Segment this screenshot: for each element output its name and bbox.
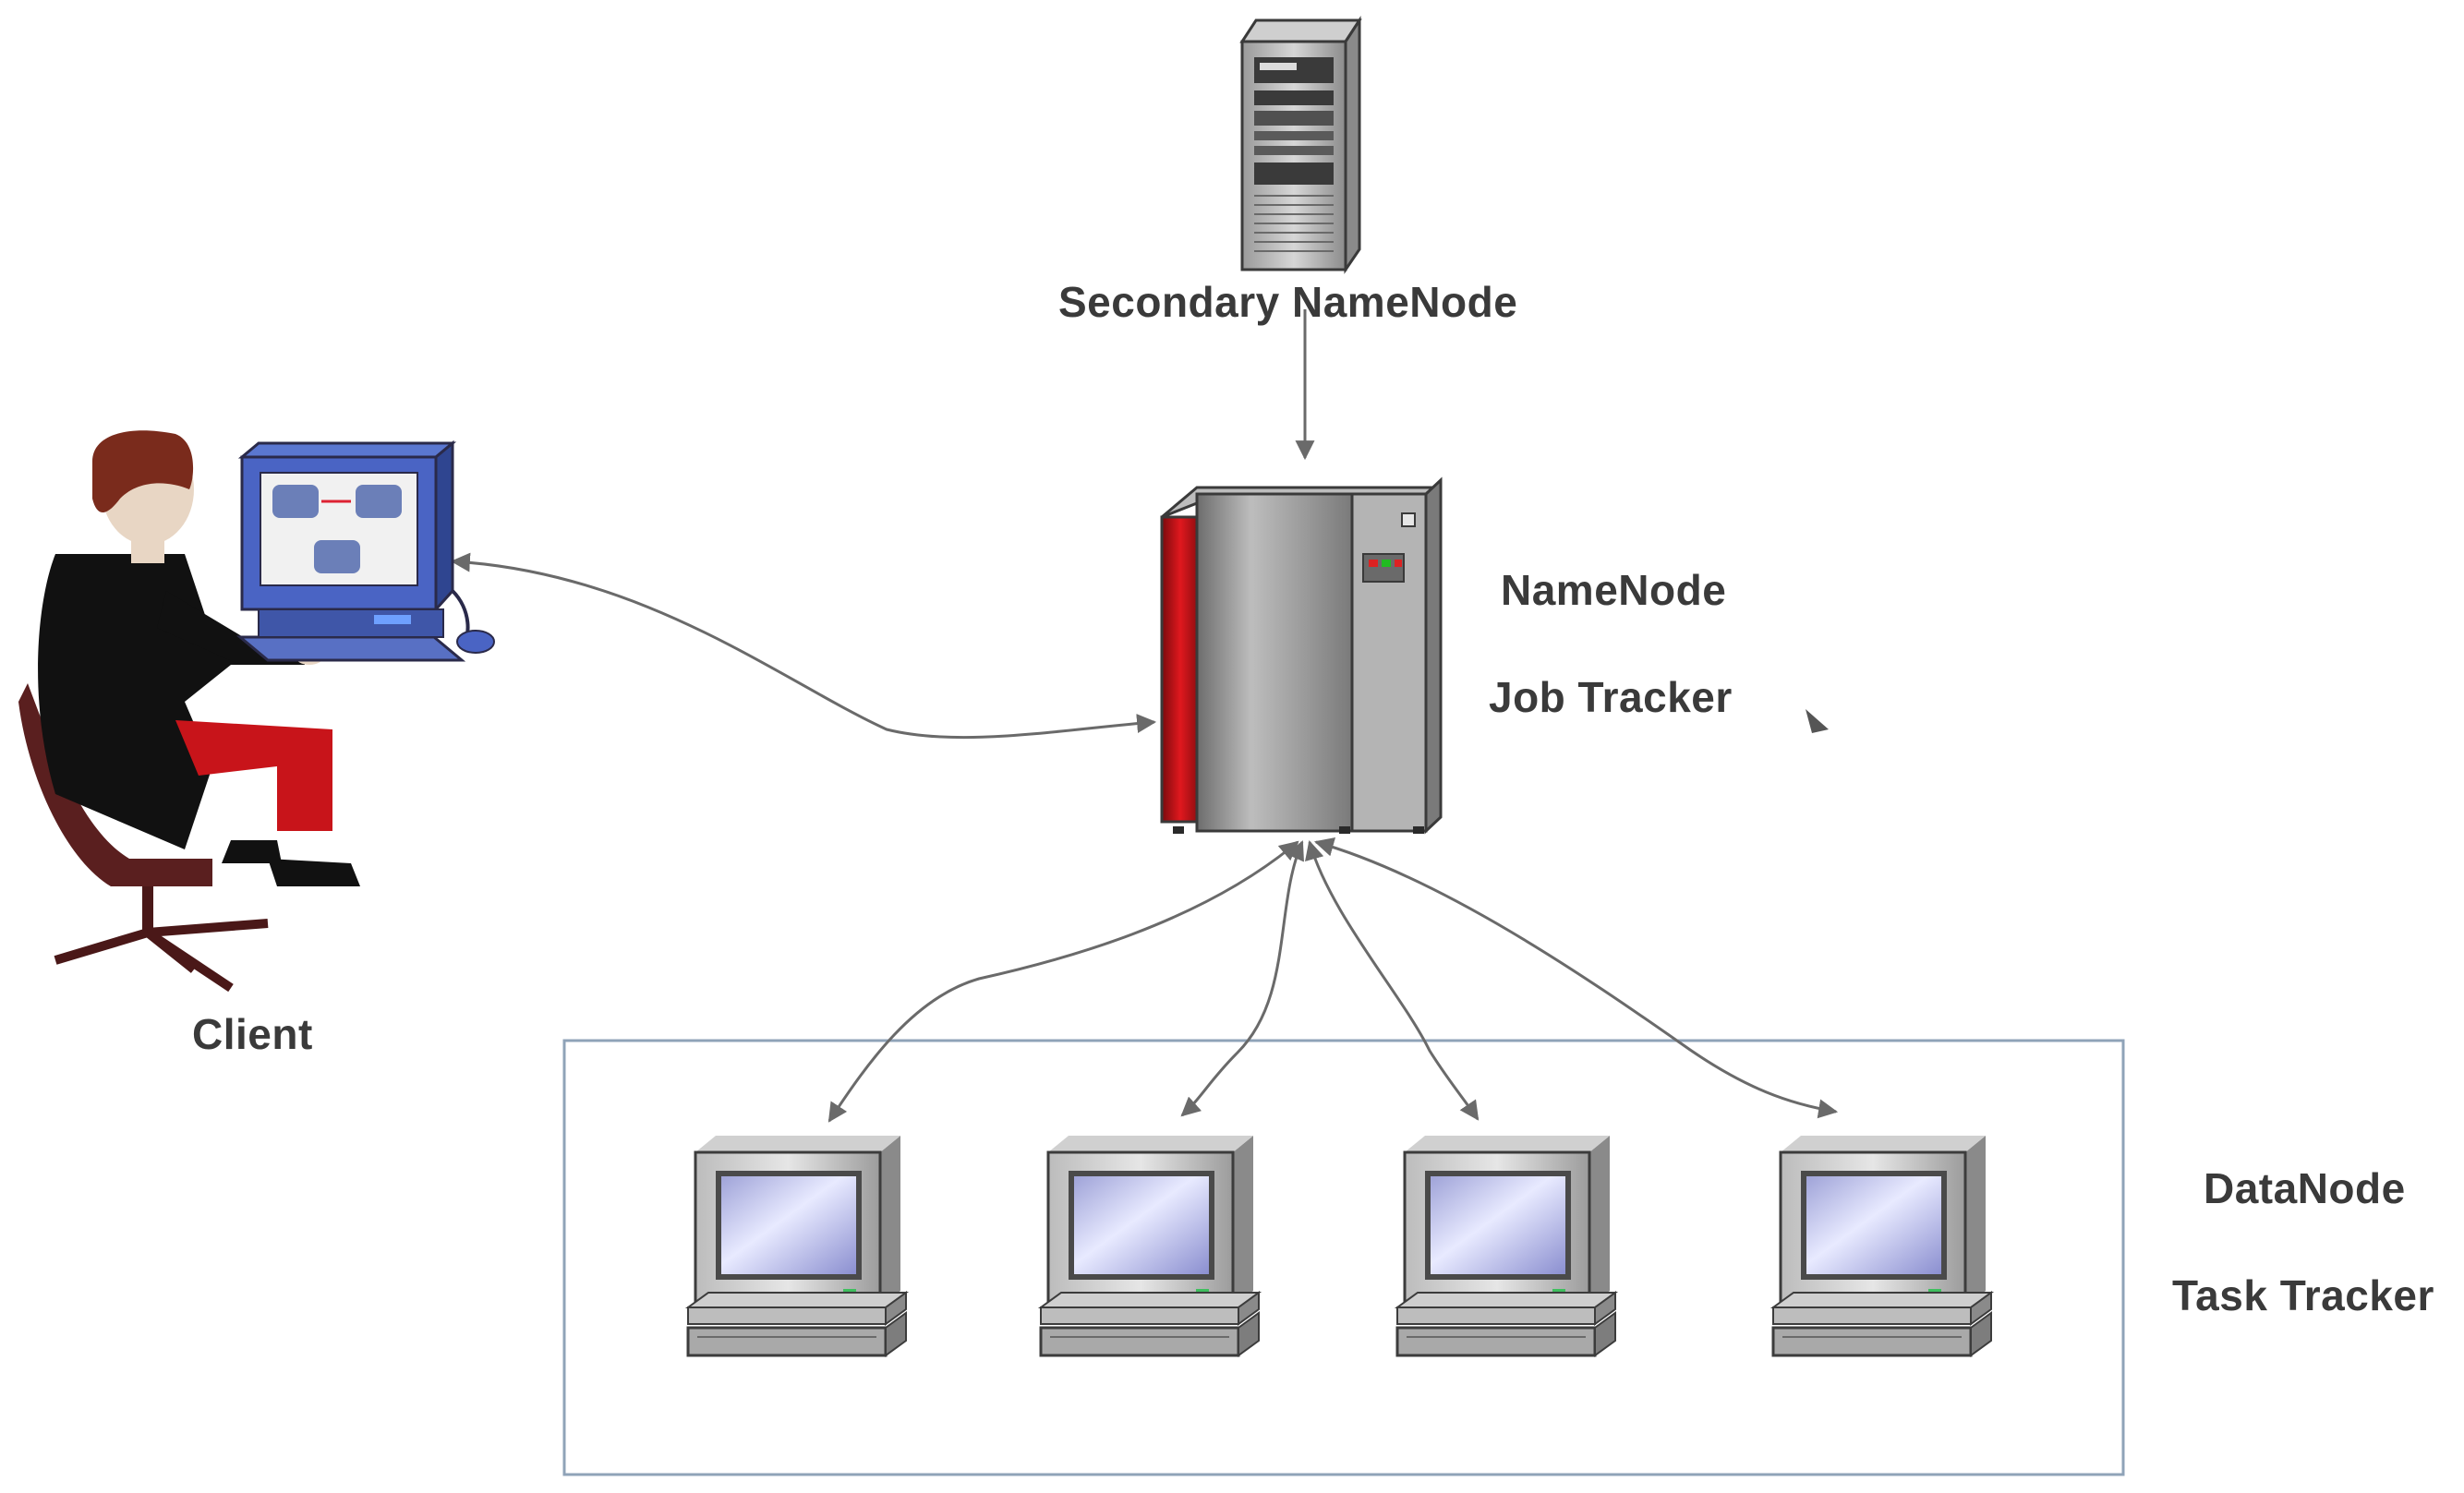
tower-server-icon	[1239, 15, 1362, 274]
arrow-namenode-datanode-1	[827, 840, 1299, 1123]
arrow-client-namenode	[450, 552, 1157, 740]
cursor-mark	[1806, 709, 1829, 733]
task-tracker-label: Task Tracker	[2172, 1271, 2434, 1319]
arrow-namenode-datanode-3	[1305, 839, 1480, 1121]
secondary-namenode-label: Secondary NameNode	[1058, 278, 1518, 326]
job-tracker-label: Job Tracker	[1489, 673, 1733, 721]
connections	[450, 309, 1839, 1123]
client-label: Client	[192, 1010, 313, 1058]
arrow-namenode-datanode-2	[1180, 840, 1304, 1117]
person-at-computer-icon	[18, 430, 495, 993]
desktop-computer-icon	[1395, 1134, 1617, 1357]
desktop-computer-icon	[1039, 1134, 1261, 1357]
datanode-label: DataNode	[2204, 1164, 2406, 1212]
namenode-label: NameNode	[1501, 566, 1727, 614]
mainframe-server-icon	[1160, 476, 1443, 835]
arrow-namenode-datanode-4	[1313, 837, 1839, 1119]
desktop-computer-icon	[686, 1134, 908, 1357]
desktop-computer-icon	[1771, 1134, 1993, 1357]
